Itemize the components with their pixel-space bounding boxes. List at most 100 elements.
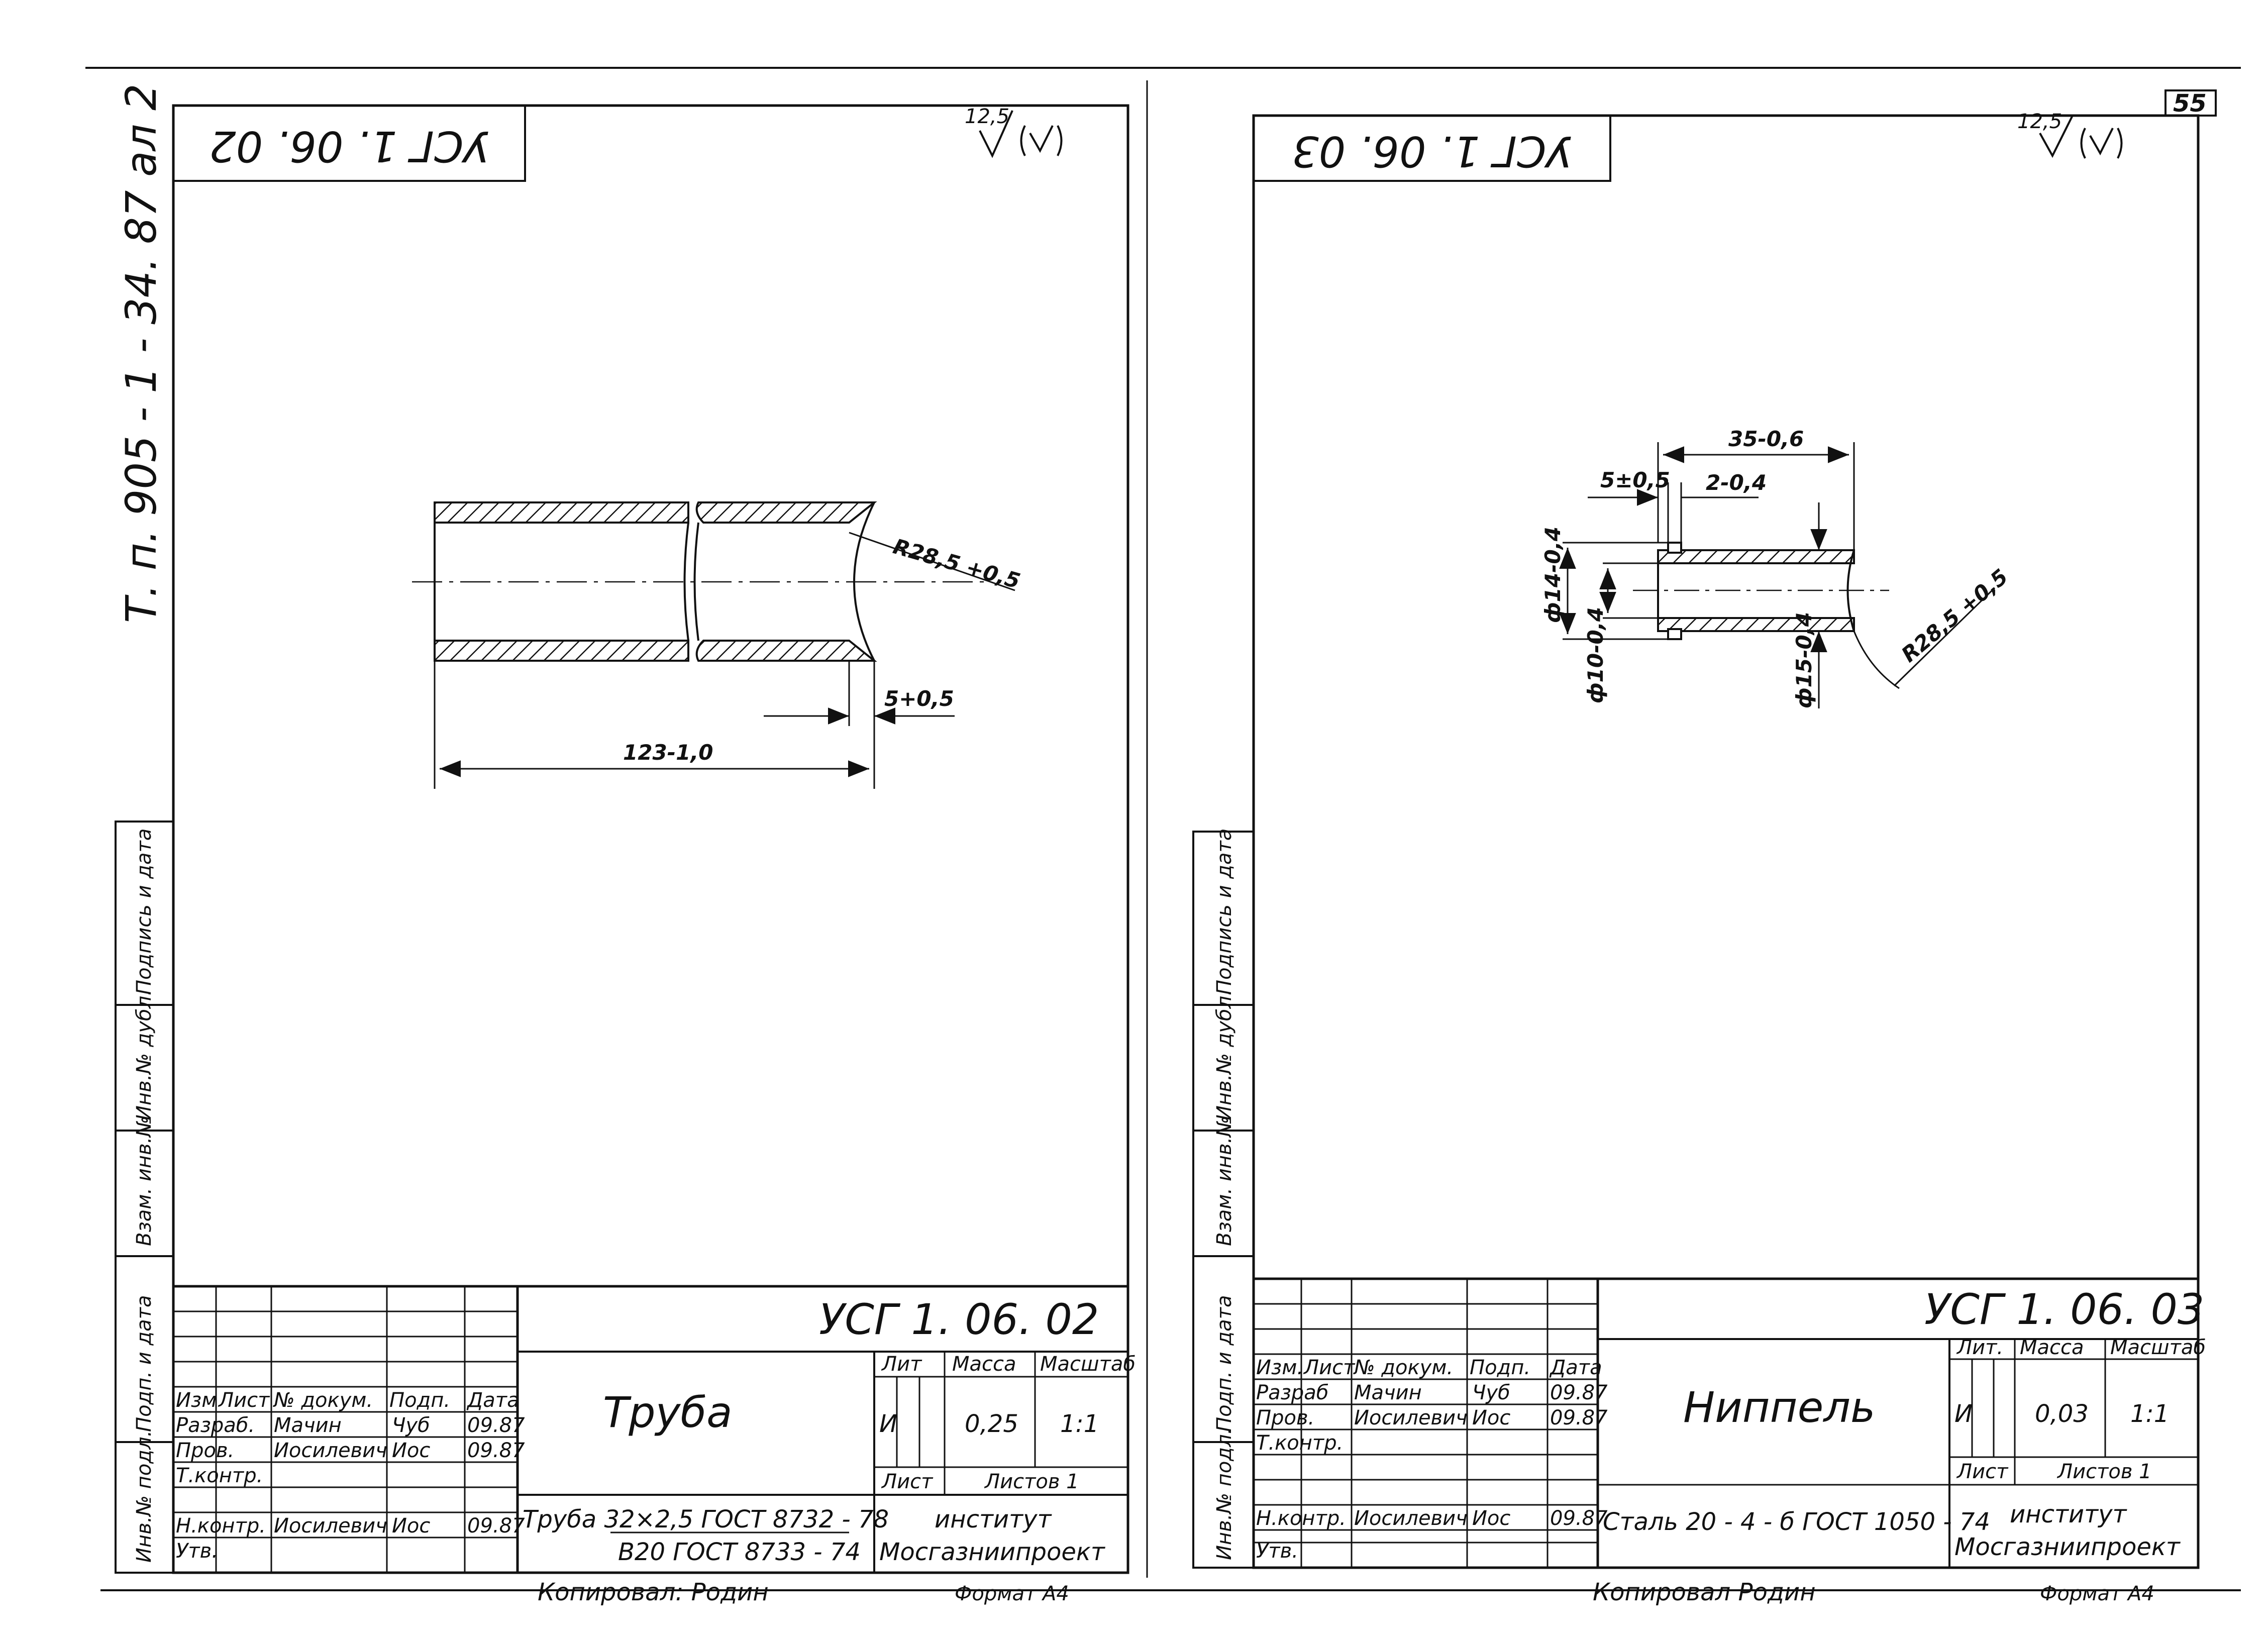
stamp-header: Подп. bbox=[1470, 1356, 1530, 1379]
side-stamp-cell: Взам. инв.№ bbox=[1213, 1116, 1236, 1246]
sheets-count: Листов 1 bbox=[984, 1470, 1079, 1493]
stamp-role: Т.контр. bbox=[1256, 1431, 1343, 1455]
stamp-date: 09.87 bbox=[467, 1414, 525, 1437]
stamp-header: № докум. bbox=[273, 1389, 373, 1412]
side-stamp-cell: Подп. и дата bbox=[133, 1295, 156, 1432]
stamp-role: Н.контр. bbox=[176, 1514, 266, 1538]
svg-text:12,5: 12,5 bbox=[965, 105, 1009, 128]
stamp-role: Утв. bbox=[1256, 1540, 1298, 1563]
stamp-role: Пров. bbox=[176, 1439, 234, 1462]
format-label: Формат А4 bbox=[2040, 1582, 2154, 1605]
stamp-role: Т.контр. bbox=[176, 1464, 263, 1487]
dim-radius: R28,5 +0,5 bbox=[890, 534, 1023, 594]
side-stamp-cell: Подпись и дата bbox=[133, 829, 156, 995]
stamp-header: Дата bbox=[466, 1389, 520, 1412]
side-stamp-right bbox=[1192, 831, 1255, 1569]
stamp-name: Иосилевич bbox=[1354, 1507, 1468, 1530]
sheets-count: Листов 1 bbox=[2056, 1460, 2152, 1483]
dim-length: 123-1,0 bbox=[623, 740, 713, 765]
stamp-header: № докум. bbox=[1353, 1356, 1453, 1379]
stamp-date: 09.87 bbox=[467, 1514, 525, 1538]
lit-value: И bbox=[1954, 1400, 1973, 1428]
side-stamp-cell: Подпись и дата bbox=[1213, 829, 1236, 995]
title-block-left: Изм Лист № докум. Подп. Дата Разраб. Мач… bbox=[172, 1285, 1136, 1574]
organization-line2: Мосгазниипроект bbox=[1954, 1533, 2181, 1561]
dim-chamfer: 5+0,5 bbox=[884, 686, 954, 711]
page-number: 55 bbox=[2173, 89, 2207, 118]
material-line1: Сталь 20 - 4 - б ГОСТ 1050 - 74 bbox=[1603, 1508, 1990, 1536]
dim-inner-diameter: ф10-0,4 bbox=[1583, 607, 1608, 703]
part-title: Ниппель bbox=[1683, 1383, 1875, 1432]
side-stamp-left bbox=[115, 821, 174, 1574]
stamp-role: Утв. bbox=[176, 1540, 218, 1563]
mass-value: 0,03 bbox=[2035, 1400, 2089, 1428]
pipe-drawing: R28,5 +0,5 5+0,5 123-1,0 bbox=[412, 501, 1023, 789]
stamp-role: Пров. bbox=[1256, 1406, 1314, 1429]
copied-by: Копировал Родин bbox=[1593, 1578, 1816, 1606]
roughness-symbol: 12,5 bbox=[2017, 110, 2123, 159]
scale-value: 1:1 bbox=[1060, 1410, 1099, 1438]
stamp-header: Лист bbox=[1303, 1356, 1356, 1379]
stamp-signature: Иос bbox=[1472, 1507, 1510, 1530]
stamp-name: Мачин bbox=[1354, 1381, 1422, 1404]
format-label: Формат А4 bbox=[955, 1582, 1069, 1605]
organization-line1: институт bbox=[935, 1505, 1052, 1533]
stamp-name: Иосилевич bbox=[274, 1439, 387, 1462]
stamp-date: 09.87 bbox=[1550, 1406, 1608, 1429]
code-box-top bbox=[172, 105, 526, 182]
stamp-signature: Иос bbox=[1472, 1406, 1510, 1429]
scale-header: Масштаб bbox=[1040, 1353, 1136, 1376]
side-stamp-cell: Инв.№ подл. bbox=[133, 1430, 156, 1563]
scale-header: Масштаб bbox=[2110, 1336, 2206, 1359]
dim-radius: R28,5 +0,5 bbox=[1897, 564, 2013, 667]
stamp-header: Подп. bbox=[389, 1389, 450, 1412]
stamp-date: 09.87 bbox=[1550, 1381, 1608, 1404]
stamp-name: Иосилевич bbox=[274, 1514, 387, 1538]
stamp-header: Лист bbox=[218, 1389, 270, 1412]
stamp-signature: Чуб bbox=[392, 1414, 430, 1437]
roughness-symbol: 12,5 bbox=[965, 105, 1063, 158]
stamp-role: Н.контр. bbox=[1256, 1507, 1346, 1530]
dim-body-diameter: ф15-0,4 bbox=[1792, 612, 1816, 708]
dim-outer-diameter: ф14-0,4 bbox=[1540, 527, 1565, 623]
sheet-label: Лист bbox=[881, 1470, 934, 1493]
organization-line1: институт bbox=[2010, 1500, 2127, 1528]
stamp-signature: Иос bbox=[392, 1439, 430, 1462]
organization-line2: Мосгазниипроект bbox=[879, 1538, 1106, 1566]
svg-text:12,5: 12,5 bbox=[2017, 110, 2062, 133]
mass-header: Масса bbox=[952, 1353, 1016, 1376]
stamp-name: Иосилевич bbox=[1354, 1406, 1468, 1429]
code-top: УСГ 1. 06. 02 bbox=[209, 122, 489, 171]
side-stamp-cell: Инв.№ дубл. bbox=[133, 989, 156, 1120]
album-reference: Т. п. 905 - 1 - 34. 87 ал 2 bbox=[117, 84, 166, 623]
drawing-code: УСГ 1. 06. 03 bbox=[1924, 1285, 2204, 1334]
code-box-top bbox=[1253, 115, 1611, 182]
part-title: Труба bbox=[603, 1388, 733, 1437]
side-stamp-cell: Подп. и дата bbox=[1213, 1295, 1236, 1432]
lit-header: Лит. bbox=[1956, 1336, 2003, 1359]
code-top: УСГ 1. 06. 03 bbox=[1292, 127, 1572, 176]
side-stamp-cell: Инв.№ дубл. bbox=[1213, 989, 1236, 1120]
stamp-header: Изм bbox=[176, 1389, 217, 1412]
page-number-box bbox=[2164, 89, 2217, 117]
title-block-right: Изм. Лист № докум. Подп. Дата Разраб Мач… bbox=[1252, 1277, 2206, 1569]
sheet-label: Лист bbox=[1956, 1460, 2009, 1483]
scale-value: 1:1 bbox=[2130, 1400, 2169, 1428]
stamp-header: Дата bbox=[1549, 1356, 1602, 1379]
drawing-code: УСГ 1. 06. 02 bbox=[819, 1295, 1099, 1344]
side-stamp-cell: Инв.№ подл. bbox=[1213, 1428, 1236, 1560]
mass-header: Масса bbox=[2020, 1336, 2084, 1359]
sheet-right: 55 Инв.№ подл. Подп. и дата Взам. инв.№ … bbox=[1192, 89, 2217, 1606]
side-stamp-cell: Взам. инв.№ bbox=[133, 1116, 156, 1246]
nipple-drawing: 35-0,6 5±0,5 2-0,4 ф14-0,4 ф10-0,4 ф15-0… bbox=[1540, 427, 2013, 708]
stamp-role: Разраб bbox=[1256, 1381, 1328, 1404]
lit-header: Лит bbox=[881, 1353, 922, 1376]
stamp-signature: Чуб bbox=[1472, 1381, 1510, 1404]
material-line1: Труба 32×2,5 ГОСТ 8732 - 78 bbox=[523, 1505, 889, 1533]
dim-offset: 5±0,5 bbox=[1600, 468, 1670, 492]
stamp-date: 09.87 bbox=[1550, 1507, 1608, 1530]
stamp-name: Мачин bbox=[274, 1414, 342, 1437]
copied-by: Копировал: Родин bbox=[538, 1578, 769, 1606]
